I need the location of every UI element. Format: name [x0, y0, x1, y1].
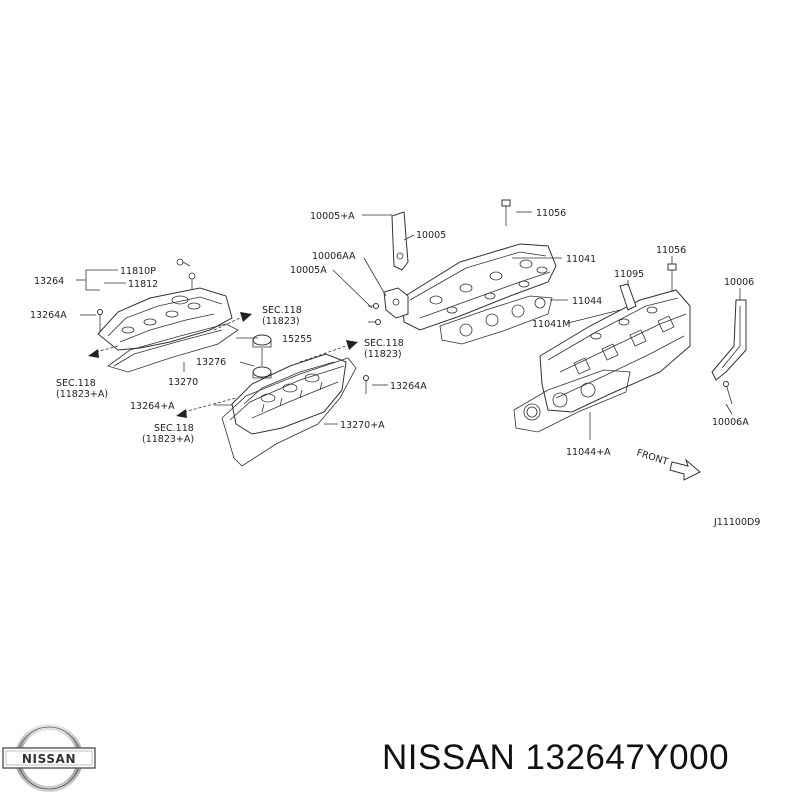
front-head-gasket: [513, 369, 631, 433]
label-11044A: 11044+A: [566, 447, 611, 458]
center-valve-cover: [231, 353, 347, 435]
part-number-title: NISSAN 132647Y000: [382, 738, 730, 777]
bracket-10006AA: [383, 287, 409, 319]
label-10006: 10006: [724, 277, 754, 288]
label-13270A: 13270+A: [340, 420, 385, 431]
label-13264pA: 13264+A: [130, 401, 175, 412]
label-sec118-b: SEC.118: [364, 338, 404, 349]
label-13264: 13264: [34, 276, 64, 287]
label-15255: 15255: [282, 334, 312, 345]
label-sec118-a-ref: (11823): [262, 316, 300, 327]
label-11056-upper: 11056: [536, 208, 566, 219]
label-10005A: 10005+A: [310, 211, 355, 222]
label-10006A: 10006A: [712, 417, 749, 428]
part-labels: 10005+A 10005 11056 10006AA 10005A 11041…: [30, 208, 760, 528]
label-sec118-b-ref: (11823): [364, 349, 402, 360]
bolt-13264A-left: [97, 309, 103, 332]
label-11810P: 11810P: [120, 266, 156, 277]
label-11044: 11044: [572, 296, 602, 307]
label-sec118-a: SEC.118: [262, 305, 302, 316]
label-11041: 11041: [566, 254, 596, 265]
label-sec118-c: SEC.118: [56, 378, 96, 389]
label-sec118-d: SEC.118: [154, 423, 194, 434]
label-13264A-left: 13264A: [30, 310, 67, 321]
label-13276: 13276: [196, 357, 226, 368]
front-label: FRONT: [635, 447, 669, 468]
rear-head-gasket: [439, 295, 553, 345]
label-13264A-right: 13264A: [390, 381, 427, 392]
oil-filler-cap: [252, 334, 272, 366]
left-valve-cover-gasket: [107, 323, 239, 373]
label-10006AA: 10006AA: [312, 251, 356, 262]
dowel-11095: [619, 283, 637, 311]
bolt-10006A: [723, 381, 733, 405]
nissan-logo-text: NISSAN: [22, 752, 76, 766]
bolt-11056-upper: [501, 199, 511, 226]
bracket-10005: [391, 211, 409, 271]
label-13270: 13270: [168, 377, 198, 388]
bolt-11056-lower: [667, 263, 677, 292]
label-10005: 10005: [416, 230, 446, 241]
label-11041M: 11041M: [532, 319, 570, 330]
label-sec118-d-ref: (11823+A): [142, 434, 194, 445]
bolt-10005A: [368, 303, 381, 325]
label-sec118-c-ref: (11823+A): [56, 389, 108, 400]
front-arrow: [669, 458, 701, 481]
front-cylinder-head: [539, 289, 691, 413]
nissan-logo: NISSAN: [2, 724, 96, 792]
sec-arrows: [88, 312, 358, 418]
bracket-10006: [711, 299, 747, 381]
label-11812: 11812: [128, 279, 158, 290]
center-valve-cover-gasket: [221, 357, 357, 467]
label-11095: 11095: [614, 269, 644, 280]
rear-cylinder-head: [401, 243, 557, 331]
left-valve-cover: [97, 258, 233, 351]
label-10005A-bolt: 10005A: [290, 265, 327, 276]
bolt-13264A-right: [363, 375, 369, 394]
label-11056-lower: 11056: [656, 245, 686, 256]
leader-lines: [76, 211, 741, 440]
figure-code: J11100D9: [713, 517, 760, 528]
